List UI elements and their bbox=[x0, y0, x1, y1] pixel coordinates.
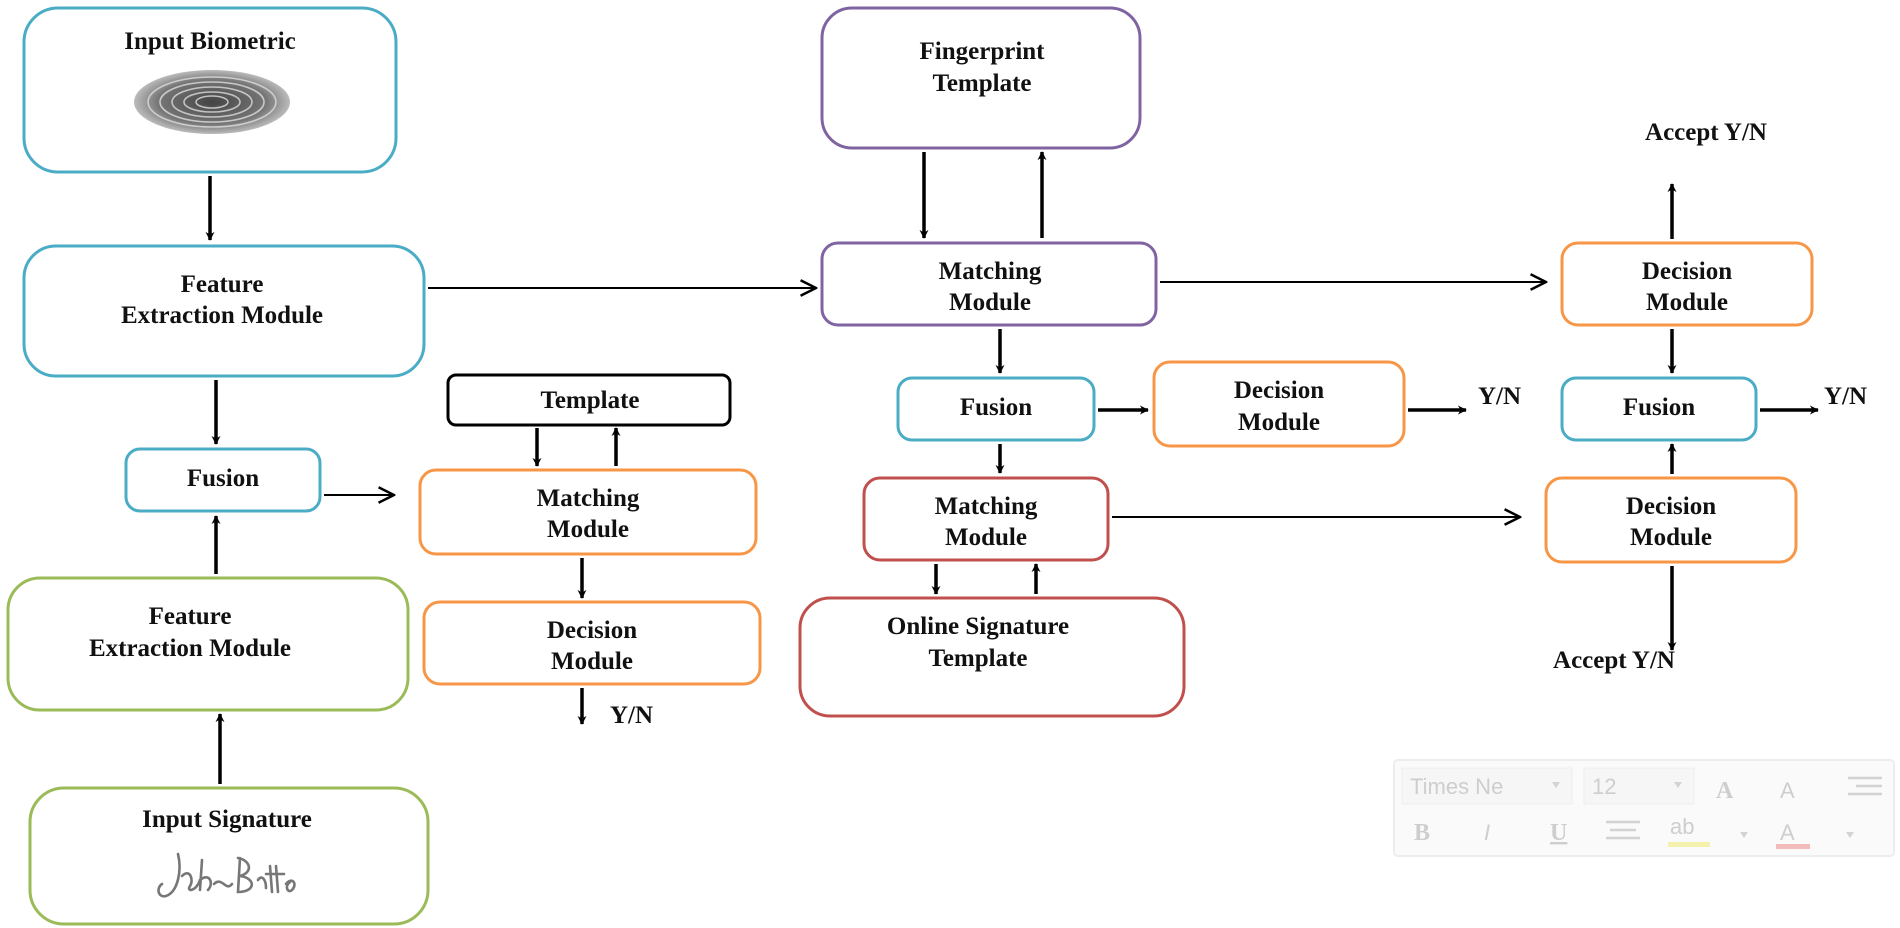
svg-text:A: A bbox=[1780, 820, 1795, 845]
fusion-center-box: Fusion bbox=[896, 376, 1096, 442]
decision-right-bottom-line1: Decision bbox=[1626, 493, 1716, 520]
svg-text:A: A bbox=[1716, 778, 1734, 804]
decision-mid-line2: Module bbox=[551, 648, 633, 675]
matching-top-line1: Matching bbox=[939, 258, 1042, 285]
template-box: Template bbox=[446, 373, 732, 427]
svg-text:Times Ne: Times Ne bbox=[1410, 774, 1503, 799]
font-name-dropdown[interactable]: Times Ne bbox=[1401, 767, 1573, 805]
input-signature-label: Input Signature bbox=[142, 806, 312, 833]
matching-mid-line2: Module bbox=[547, 516, 629, 543]
decision-right-top-line1: Decision bbox=[1642, 258, 1732, 285]
feature-extraction-top-line2: Extraction Module bbox=[121, 302, 323, 329]
decision-right-top-line2: Module bbox=[1646, 289, 1728, 316]
fusion-right-label: Fusion bbox=[1623, 394, 1695, 421]
input-biometric-box: Input Biometric bbox=[22, 6, 398, 174]
yn-mid-label: Y/N bbox=[610, 702, 653, 729]
svg-text:I: I bbox=[1484, 820, 1490, 845]
matching-top-line2: Module bbox=[949, 289, 1031, 316]
align-center-icon[interactable] bbox=[1606, 820, 1640, 840]
svg-text:12: 12 bbox=[1592, 774, 1616, 799]
feature-extraction-top-line1: Feature bbox=[181, 271, 264, 298]
yn-center-label: Y/N bbox=[1478, 383, 1521, 410]
decision-center-line2: Module bbox=[1238, 409, 1320, 436]
fingerprint-template-line1: Fingerprint bbox=[920, 38, 1046, 65]
matching-module-red-box: Matching Module bbox=[862, 476, 1110, 562]
handwritten-signature bbox=[157, 852, 296, 898]
accept-top-label: Accept Y/N bbox=[1645, 119, 1767, 146]
matching-module-top-box: Matching Module bbox=[820, 241, 1158, 327]
fingerprint-template-box: Fingerprint Template bbox=[820, 6, 1142, 150]
italic-button[interactable]: I bbox=[1484, 820, 1490, 845]
matching-module-mid-box: Matching Module bbox=[418, 468, 758, 556]
mini-formatting-toolbar: Times Ne 12 A A B I U bbox=[1393, 759, 1895, 857]
list-icon[interactable] bbox=[1848, 776, 1882, 796]
input-signature-box: Input Signature bbox=[28, 786, 430, 926]
svg-text:B: B bbox=[1414, 820, 1430, 846]
feature-extraction-bottom-line1: Feature bbox=[149, 603, 232, 630]
fingerprint-image bbox=[134, 70, 290, 134]
feature-extraction-bottom-line2: Extraction Module bbox=[89, 635, 291, 662]
highlight-button[interactable]: ab bbox=[1668, 814, 1748, 847]
online-signature-line1: Online Signature bbox=[887, 613, 1069, 640]
online-signature-line2: Template bbox=[928, 645, 1027, 672]
feature-extraction-top-box: Feature Extraction Module bbox=[22, 244, 426, 378]
matching-red-line2: Module bbox=[945, 524, 1027, 551]
input-biometric-label: Input Biometric bbox=[124, 28, 296, 55]
underline-button[interactable]: U bbox=[1550, 820, 1567, 846]
decision-center-line1: Decision bbox=[1234, 377, 1324, 404]
svg-text:ab: ab bbox=[1670, 814, 1694, 839]
fusion-right-box: Fusion bbox=[1560, 376, 1758, 442]
grow-font-button[interactable]: A bbox=[1716, 778, 1734, 804]
matching-red-line1: Matching bbox=[935, 493, 1038, 520]
matching-mid-line1: Matching bbox=[537, 485, 640, 512]
yn-right-label: Y/N bbox=[1824, 383, 1867, 410]
template-label: Template bbox=[540, 387, 639, 414]
fingerprint-template-line2: Template bbox=[932, 70, 1031, 97]
svg-text:U: U bbox=[1550, 820, 1567, 846]
feature-extraction-bottom-box: Feature Extraction Module bbox=[6, 576, 410, 712]
shrink-font-button[interactable]: A bbox=[1780, 778, 1795, 803]
decision-mid-line1: Decision bbox=[547, 617, 637, 644]
decision-module-center-box: Decision Module bbox=[1152, 360, 1406, 448]
bold-button[interactable]: B bbox=[1414, 820, 1430, 846]
online-signature-template-box: Online Signature Template bbox=[798, 596, 1186, 718]
fusion-left-label: Fusion bbox=[187, 465, 259, 492]
decision-module-right-top-box: Decision Module bbox=[1560, 241, 1814, 327]
decision-module-mid-box: Decision Module bbox=[422, 600, 762, 686]
fusion-left-box: Fusion bbox=[124, 447, 322, 513]
fusion-center-label: Fusion bbox=[960, 394, 1032, 421]
decision-module-right-bottom-box: Decision Module bbox=[1544, 476, 1798, 564]
decision-right-bottom-line2: Module bbox=[1630, 524, 1712, 551]
svg-text:A: A bbox=[1780, 778, 1795, 803]
font-color-button[interactable]: A bbox=[1776, 820, 1854, 849]
accept-bottom-label: Accept Y/N bbox=[1553, 647, 1675, 674]
font-size-dropdown[interactable]: 12 bbox=[1583, 767, 1695, 805]
